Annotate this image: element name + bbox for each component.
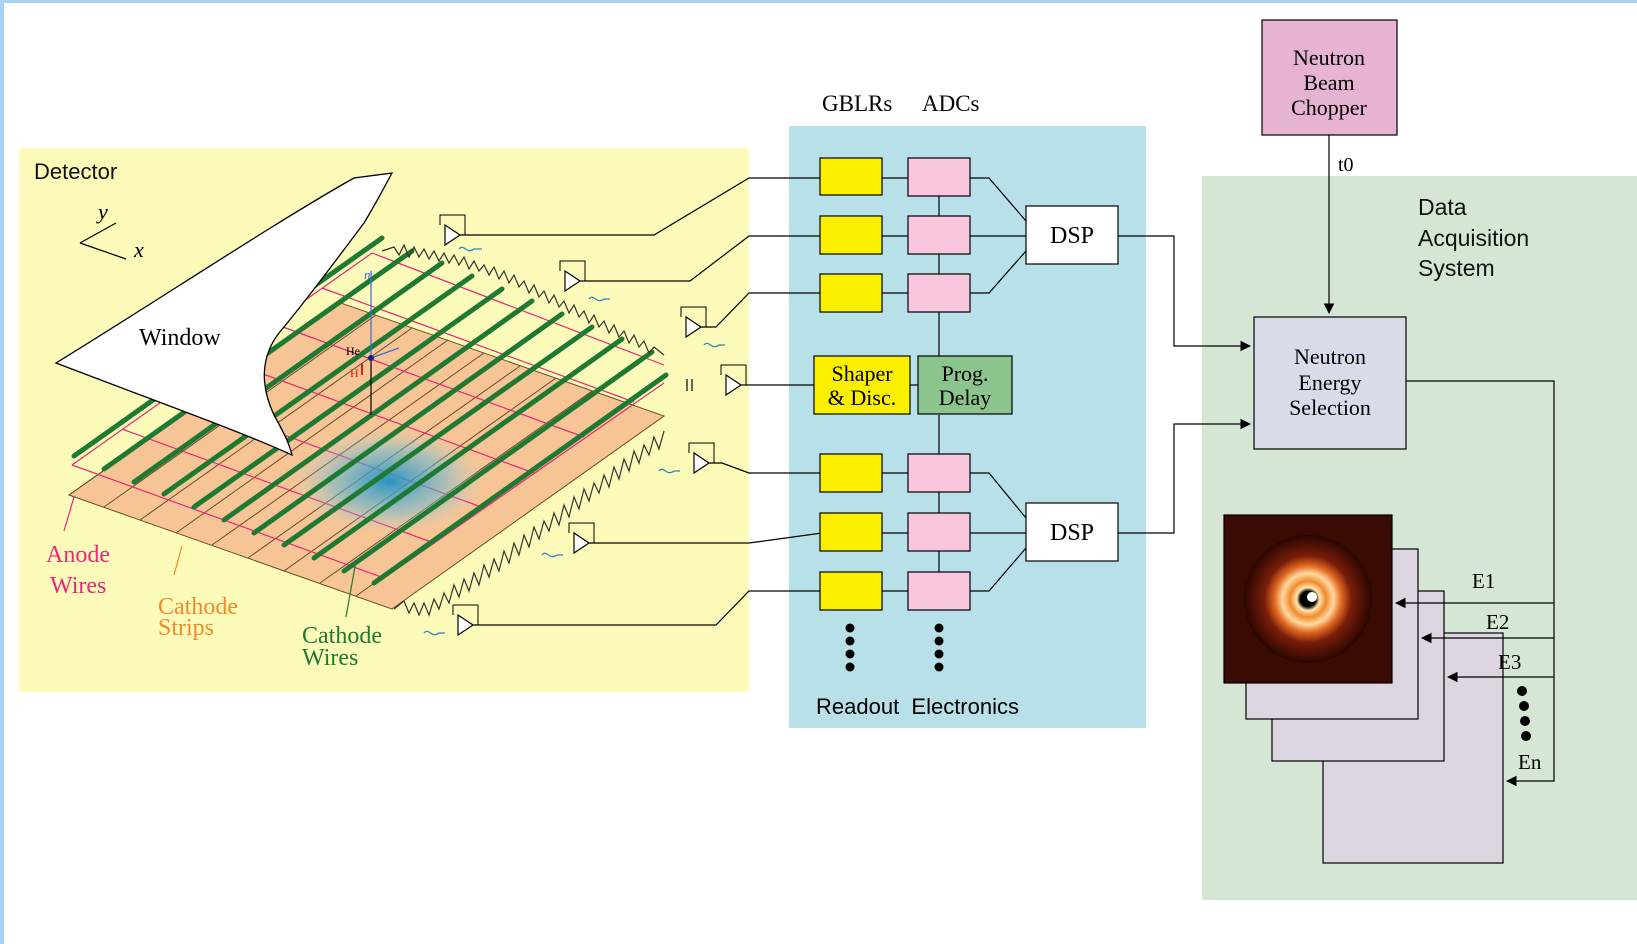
gblr-box: [819, 273, 883, 313]
gblr-box: [819, 453, 883, 493]
adc-box: [907, 512, 971, 552]
preamp-feedback: [439, 214, 747, 625]
readout-electronics-label: Readout Electronics: [816, 694, 1019, 719]
cathode-strips-label-1: Cathode: [158, 594, 238, 620]
adc-box: [907, 453, 971, 493]
dsp-box-top: [1025, 205, 1119, 265]
gblr-box: [819, 512, 883, 552]
detector-title: Detector: [34, 159, 117, 184]
anode-wires-label-2: Wires: [50, 573, 106, 599]
gblr-box: [819, 157, 883, 196]
pulse-squiggles: [423, 246, 725, 636]
t0-label: t0: [1338, 154, 1354, 176]
particle-track: [361, 271, 400, 415]
daq-connections: [1118, 135, 1555, 787]
shaper-label-1: Shaper: [831, 361, 893, 386]
dsp-bottom-label: DSP: [1050, 520, 1094, 546]
beam-center-spot: [1307, 592, 1317, 602]
axis-y-label: y: [96, 199, 108, 224]
anode-wires-label-1: Anode: [46, 542, 110, 568]
en-label: En: [1518, 750, 1542, 774]
e3-label: E3: [1498, 650, 1521, 674]
dsp-top-label: DSP: [1050, 223, 1094, 249]
daq-title-1: Data: [1418, 194, 1467, 220]
gblr-box: [819, 215, 883, 255]
electronics-connections: [882, 177, 1027, 592]
nes-label-3: Selection: [1289, 395, 1371, 420]
e2-label: E2: [1486, 610, 1509, 634]
he-label: He: [346, 344, 360, 358]
preamp-symbols: [444, 223, 743, 637]
window-sheet: [54, 172, 394, 457]
delay-label-1: Prog.: [941, 361, 988, 386]
adc-column: [907, 157, 971, 611]
adc-header: ADCs: [922, 91, 980, 116]
adc-box: [907, 215, 971, 255]
cathode-strips-label-2: Strips: [158, 615, 214, 641]
adc-box: [907, 157, 971, 197]
cathode-wires-label-1: Cathode: [302, 623, 382, 649]
gblr-column: [819, 157, 883, 611]
prog-delay-box: [917, 355, 1013, 415]
nes-label-1: Neutron: [1294, 344, 1366, 369]
axes-indicator: [79, 222, 127, 260]
window-label: Window: [139, 325, 221, 351]
chopper-box: [1261, 19, 1398, 136]
n-label: n: [364, 267, 371, 282]
adc-box: [907, 273, 971, 313]
gblr-box: [819, 571, 883, 611]
continuation-dots: [845, 623, 944, 672]
daq-title-3: System: [1418, 255, 1495, 281]
detector-drawing: [54, 172, 823, 637]
label-pointers: [63, 496, 357, 618]
daq-title-2: Acquisition: [1418, 225, 1529, 251]
shaper-disc-box: [813, 355, 911, 415]
h-label: H: [350, 366, 359, 380]
detector-signal-wires: [460, 177, 823, 626]
daq-continuation-dots: [1517, 686, 1531, 741]
neutron-energy-selection-box: [1253, 316, 1407, 450]
chopper-label-1: Neutron: [1293, 45, 1365, 70]
chopper-label-3: Chopper: [1291, 95, 1367, 120]
chopper-label-2: Beam: [1303, 70, 1354, 95]
adc-box: [907, 571, 971, 611]
cathode-wires-label-2: Wires: [302, 645, 358, 671]
system-diagram: Detector y x Window He H n Anode Wires C…: [19, 19, 1637, 900]
gblr-header: GBLRs: [822, 91, 892, 116]
e1-label: E1: [1472, 569, 1495, 593]
axis-x-label: x: [133, 237, 144, 262]
resistor-chains: [381, 243, 665, 617]
nes-label-2: Energy: [1298, 370, 1361, 395]
dsp-box-bottom: [1025, 502, 1119, 562]
delay-label-2: Delay: [939, 385, 992, 410]
shaper-label-2: & Disc.: [828, 385, 896, 410]
